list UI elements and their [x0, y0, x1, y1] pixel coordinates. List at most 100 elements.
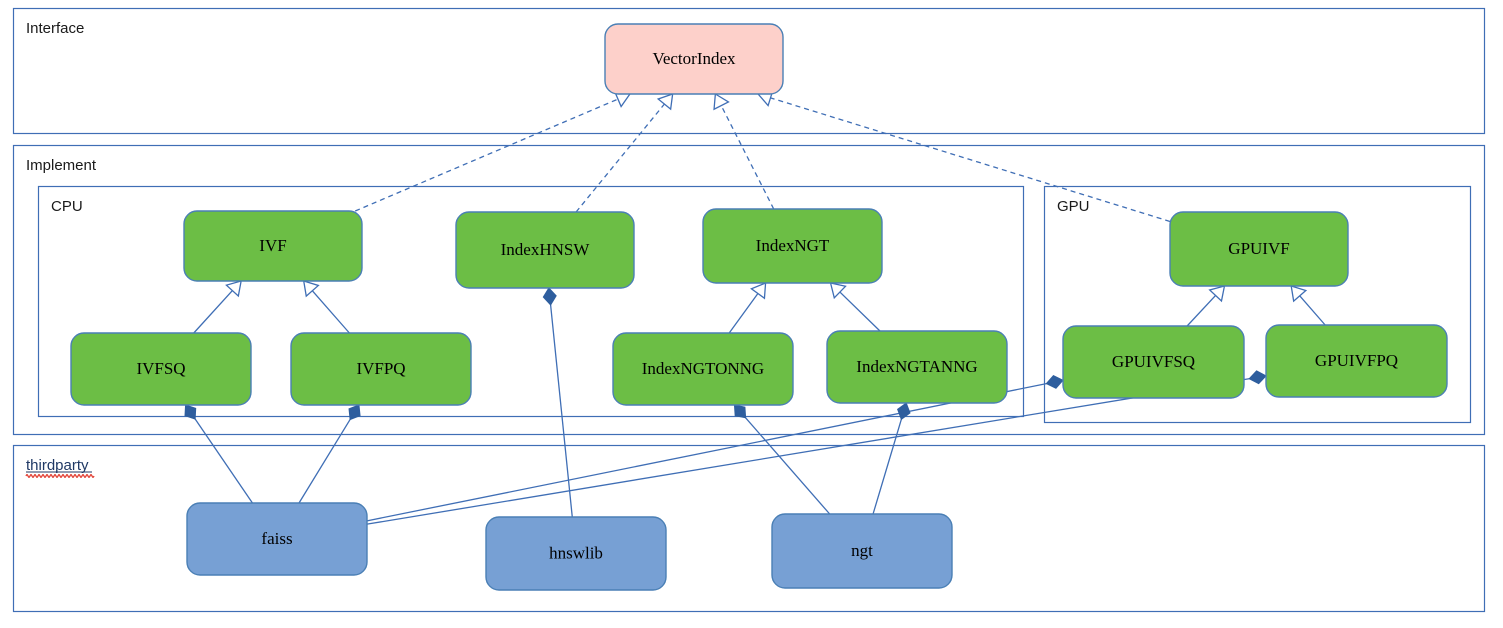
edge-faiss-to-gpuivfpq	[366, 370, 1267, 525]
edge-line	[575, 102, 666, 213]
node-label-indexhnsw: IndexHNSW	[501, 240, 591, 259]
node-label-indexngt: IndexNGT	[756, 236, 830, 255]
node-indexngt[interactable]: IndexNGT	[702, 208, 883, 284]
arrowhead-hollow-triangle	[1208, 285, 1226, 303]
edge-line	[366, 377, 1251, 525]
node-label-vectorindex: VectorIndex	[652, 49, 736, 68]
arrowhead-filled-diamond	[1248, 370, 1267, 385]
edge-ivfpq-to-ivf	[302, 280, 350, 334]
node-box-indexhnsw[interactable]	[455, 211, 635, 289]
edge-line	[1186, 294, 1217, 327]
edge-faiss-to-ivfpq	[298, 404, 361, 504]
node-hnswlib[interactable]: hnswlib	[485, 516, 667, 591]
group-implement: Implement	[12, 144, 1486, 436]
edge-ivfsq-to-ivf	[193, 280, 242, 334]
node-box-gpuivfpq[interactable]	[1265, 324, 1448, 398]
node-ngt[interactable]: ngt	[771, 513, 953, 589]
edge-indexngtonng-to-indexngt	[728, 282, 767, 334]
node-ivfpq[interactable]: IVFPQ	[290, 332, 472, 406]
arrowhead-filled-diamond	[733, 404, 747, 419]
edge-line	[193, 417, 253, 504]
edge-line	[311, 289, 350, 334]
edge-ivf-to-vectorindex	[354, 90, 632, 212]
node-indexngtanng[interactable]: IndexNGTANNG	[826, 330, 1008, 404]
node-faiss[interactable]: faiss	[186, 502, 368, 576]
edge-line	[193, 289, 234, 334]
edge-hnswlib-to-indexhnsw	[542, 287, 573, 518]
node-indexhnsw[interactable]: IndexHNSW	[455, 211, 635, 289]
relationship-edges	[184, 89, 1326, 525]
group-label-gpu: GPU	[1057, 198, 1090, 215]
group-interface: Interface	[12, 7, 1486, 135]
edge-indexngtanng-to-indexngt	[829, 282, 881, 332]
arrowhead-hollow-triangle	[225, 280, 242, 298]
edge-line	[549, 303, 573, 518]
node-box-indexngtanng[interactable]	[826, 330, 1008, 404]
node-box-ivf[interactable]	[183, 210, 363, 282]
node-box-gpuivf[interactable]	[1169, 211, 1349, 287]
edge-line	[720, 104, 775, 210]
node-label-indexngtanng: IndexNGTANNG	[856, 357, 977, 376]
node-box-gpuivfsq[interactable]	[1062, 325, 1245, 399]
edge-line	[728, 292, 760, 334]
group-gpu: GPU	[1043, 185, 1472, 424]
group-border-interface	[12, 7, 1486, 135]
group-cpu: CPU	[37, 185, 1025, 418]
group-label-interface: Interface	[26, 20, 84, 37]
node-box-hnswlib[interactable]	[485, 516, 667, 591]
group-border-thirdparty	[12, 444, 1486, 613]
group-label-thirdparty: thirdparty	[26, 457, 89, 474]
arrowhead-filled-diamond	[348, 404, 361, 421]
node-box-indexngt[interactable]	[702, 208, 883, 284]
edge-indexhnsw-to-vectorindex	[575, 93, 674, 213]
group-thirdparty: thirdparty	[12, 444, 1486, 613]
node-label-indexngtonng: IndexNGTONNG	[642, 359, 764, 378]
edge-indexngt-to-vectorindex	[713, 92, 775, 210]
edge-ngt-to-indexngtonng	[733, 404, 831, 515]
edge-ngt-to-indexngtanng	[872, 402, 911, 515]
node-gpuivfpq[interactable]: GPUIVFPQ	[1265, 324, 1448, 398]
node-box-ngt[interactable]	[771, 513, 953, 589]
node-label-faiss: faiss	[261, 529, 292, 548]
node-box-indexngtonng[interactable]	[612, 332, 794, 406]
edge-faiss-to-gpuivfsq	[366, 375, 1064, 522]
node-gpuivf[interactable]: GPUIVF	[1169, 211, 1349, 287]
node-label-gpuivfsq: GPUIVFSQ	[1112, 352, 1195, 371]
node-label-gpuivf: GPUIVF	[1228, 239, 1289, 258]
edge-gpuivf-to-vectorindex	[756, 89, 1171, 223]
arrowhead-filled-diamond	[1045, 375, 1064, 389]
node-box-vectorindex[interactable]	[604, 23, 784, 95]
group-border-implement	[12, 144, 1486, 436]
arrowhead-hollow-triangle	[829, 282, 847, 300]
edge-faiss-to-ivfsq	[184, 404, 253, 504]
edge-line	[744, 416, 831, 515]
edge-line	[838, 290, 881, 332]
arrowhead-hollow-triangle	[1290, 285, 1308, 303]
edge-line	[769, 96, 1171, 223]
edge-line	[366, 382, 1048, 522]
node-gpuivfsq[interactable]: GPUIVFSQ	[1062, 325, 1245, 399]
node-ivfsq[interactable]: IVFSQ	[70, 332, 252, 406]
node-label-gpuivfpq: GPUIVFPQ	[1315, 351, 1398, 370]
arrowhead-filled-diamond	[542, 287, 557, 306]
node-box-faiss[interactable]	[186, 502, 368, 576]
node-indexngtonng[interactable]: IndexNGTONNG	[612, 332, 794, 406]
edge-gpuivfsq-to-gpuivf	[1186, 285, 1226, 327]
edge-line	[354, 98, 620, 212]
node-ivf[interactable]: IVF	[183, 210, 363, 282]
edge-line	[872, 417, 903, 515]
node-box-ivfpq[interactable]	[290, 332, 472, 406]
node-box-ivfsq[interactable]	[70, 332, 252, 406]
group-border-cpu	[37, 185, 1025, 418]
node-label-ivf: IVF	[259, 236, 286, 255]
node-vectorindex[interactable]: VectorIndex	[604, 23, 784, 95]
node-label-ngt: ngt	[851, 541, 873, 560]
edge-line	[298, 418, 352, 504]
spellcheck-underline	[25, 474, 95, 478]
group-label-cpu: CPU	[51, 198, 83, 215]
arrowhead-hollow-triangle	[713, 92, 730, 111]
